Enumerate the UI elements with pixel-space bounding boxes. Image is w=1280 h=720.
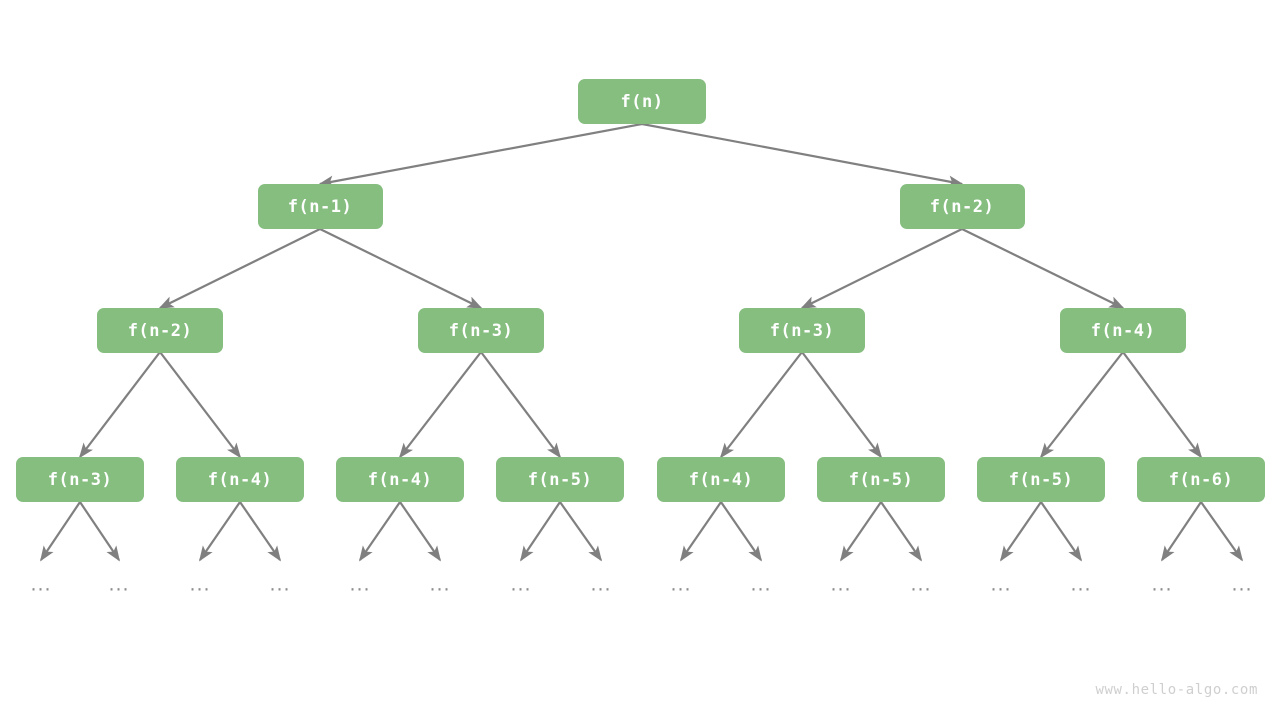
tree-edge xyxy=(680,501,722,562)
ellipsis-marker: ... xyxy=(189,573,211,596)
tree-node: f(n-2) xyxy=(97,308,223,353)
tree-node: f(n-3) xyxy=(739,308,865,353)
tree-node: f(n-5) xyxy=(496,457,624,502)
ellipsis-marker: ... xyxy=(1151,573,1173,596)
tree-edge xyxy=(520,501,561,562)
tree-edge xyxy=(79,501,120,562)
tree-edge xyxy=(399,501,441,562)
ellipsis-marker: ... xyxy=(269,573,291,596)
tree-node: f(n-1) xyxy=(257,184,383,229)
tree-edge xyxy=(78,351,161,459)
tree-edge xyxy=(720,501,762,562)
tree-edge xyxy=(880,501,922,562)
tree-node: f(n-5) xyxy=(977,457,1105,502)
ellipsis-marker: ... xyxy=(429,573,451,596)
tree-edge xyxy=(480,351,562,459)
tree-edge xyxy=(359,501,401,562)
ellipsis-marker: ... xyxy=(990,573,1012,596)
ellipsis-marker: ... xyxy=(910,573,932,596)
ellipsis-marker: ... xyxy=(1070,573,1092,596)
tree-node: f(n-4) xyxy=(1060,308,1186,353)
tree-edge xyxy=(719,351,803,459)
tree-edge xyxy=(1122,351,1203,459)
ellipsis-marker: ... xyxy=(590,573,612,596)
tree-node: f(n-6) xyxy=(1137,457,1265,502)
tree-node: f(n-4) xyxy=(176,457,304,502)
tree-edge xyxy=(239,501,281,562)
tree-edge xyxy=(800,228,963,309)
tree-edge xyxy=(40,501,81,562)
tree-node: f(n-4) xyxy=(336,457,464,502)
tree-edge xyxy=(801,351,883,459)
tree-edge xyxy=(319,228,483,309)
tree-edge xyxy=(1000,501,1042,562)
tree-edge xyxy=(159,351,242,459)
tree-edge xyxy=(1039,351,1124,459)
tree-node: f(n-5) xyxy=(817,457,945,502)
tree-node: f(n) xyxy=(578,79,706,124)
tree-edge xyxy=(199,501,241,562)
tree-edge xyxy=(1200,501,1244,562)
tree-edge xyxy=(318,122,643,188)
tree-node: f(n-3) xyxy=(418,308,544,353)
tree-edge xyxy=(840,501,882,562)
tree-node: f(n-2) xyxy=(899,184,1025,229)
tree-edge xyxy=(158,228,321,309)
tree-edge xyxy=(1040,501,1082,562)
ellipsis-marker: ... xyxy=(750,573,772,596)
ellipsis-marker: ... xyxy=(670,573,692,596)
tree-edge xyxy=(1161,501,1202,562)
tree-node: f(n-4) xyxy=(657,457,785,502)
ellipsis-marker: ... xyxy=(1231,573,1253,596)
watermark: www.hello-algo.com xyxy=(1095,682,1258,698)
tree-node: f(n-3) xyxy=(16,457,144,502)
ellipsis-marker: ... xyxy=(830,573,852,596)
tree-edge xyxy=(559,501,603,562)
ellipsis-marker: ... xyxy=(108,573,130,596)
ellipsis-marker: ... xyxy=(349,573,371,596)
ellipsis-marker: ... xyxy=(510,573,532,596)
tree-edge xyxy=(398,351,482,459)
ellipsis-marker: ... xyxy=(30,573,52,596)
tree-edge xyxy=(641,122,964,188)
tree-edge xyxy=(961,228,1125,309)
